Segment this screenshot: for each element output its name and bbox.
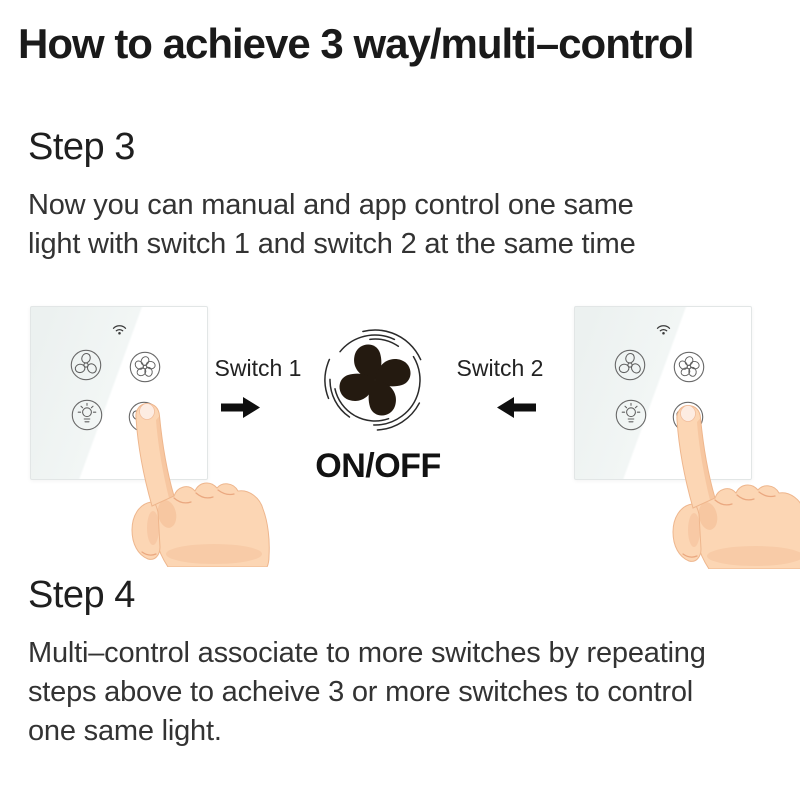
arrow-left-icon	[497, 397, 536, 418]
step4-paragraph: Multi–control associate to more switches…	[28, 637, 706, 747]
wifi-icon	[655, 322, 672, 336]
switch2-label: Switch 2	[456, 355, 544, 381]
step3-heading: Step 3	[28, 126, 135, 168]
switch-panel-2	[574, 306, 752, 480]
fan-5-blade-icon	[673, 351, 705, 383]
multi-control-diagram: Switch 1 ON/OFF Switch 2	[0, 295, 800, 585]
pointing-hand-icon	[663, 404, 800, 569]
light-bulb-icon	[615, 399, 647, 431]
step4-heading: Step 4	[28, 574, 135, 616]
switch1-label: Switch 1	[214, 355, 302, 381]
fan-3-blade-icon	[70, 349, 102, 381]
light-bulb-icon	[71, 399, 103, 431]
fan-5-blade-icon	[129, 351, 161, 383]
page-title: How to achieve 3 way/multi–control	[18, 20, 695, 67]
switch-panel-1	[30, 306, 208, 480]
pointing-hand-icon	[122, 402, 272, 567]
arrow-right-icon	[221, 397, 260, 418]
onoff-label: ON/OFF	[315, 447, 441, 485]
step3-paragraph: Now you can manual and app control one s…	[28, 189, 636, 260]
wifi-icon	[111, 322, 128, 336]
rotating-fan-icon	[320, 325, 430, 435]
fan-3-blade-icon	[614, 349, 646, 381]
